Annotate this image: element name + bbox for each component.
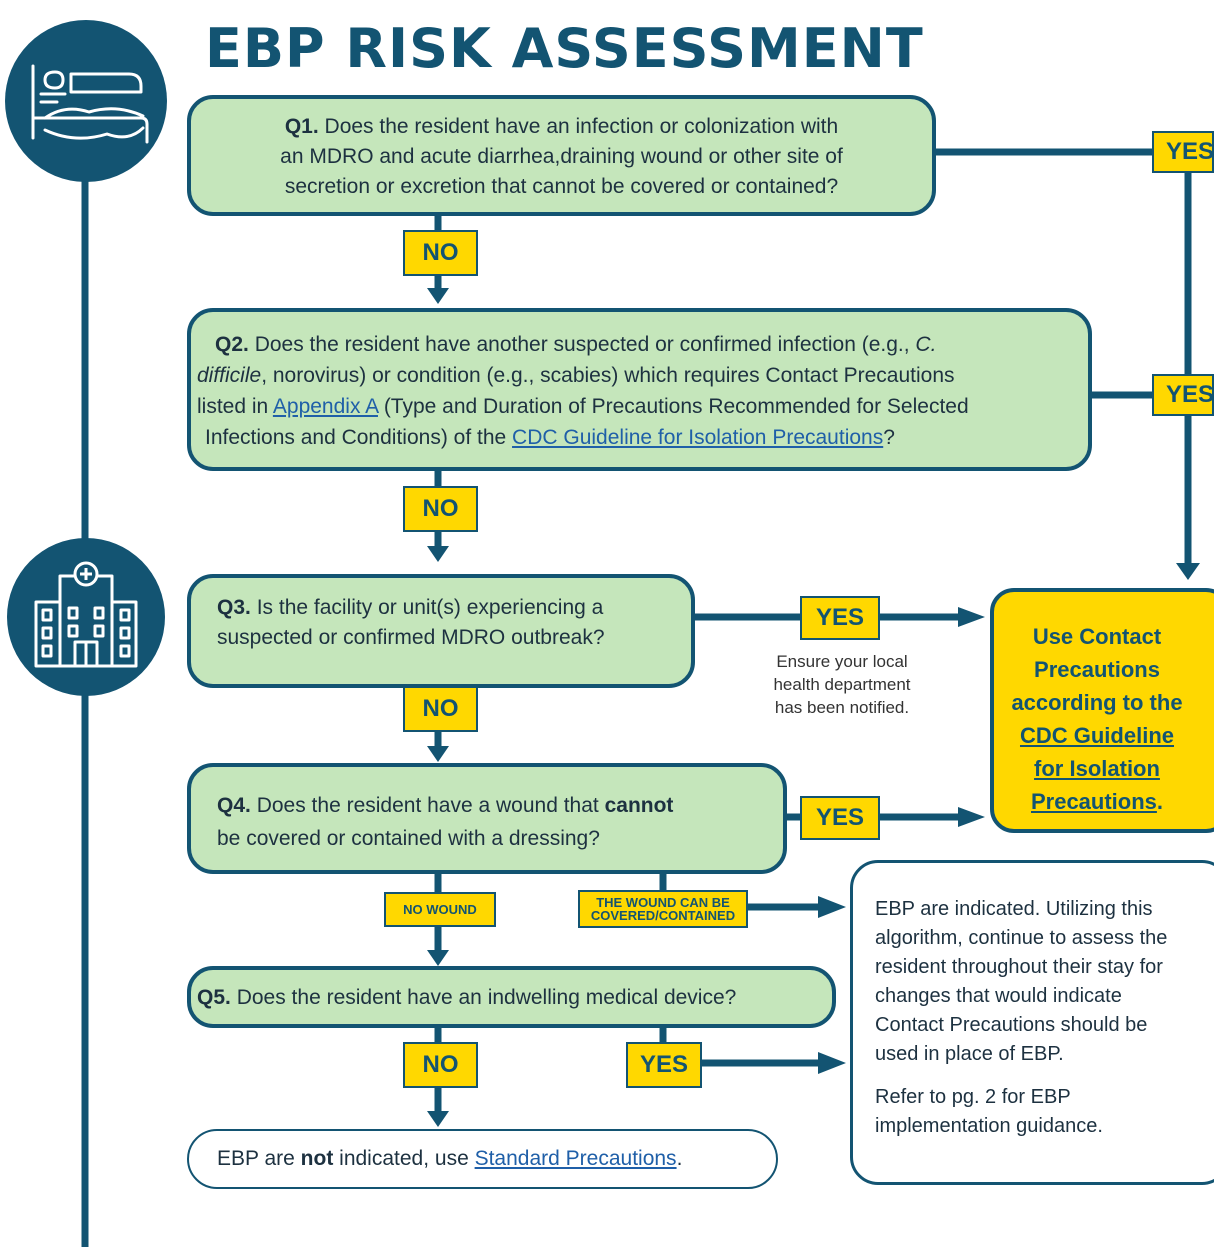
contact-line2: Precautions [1034, 657, 1160, 682]
wound-covered-line1: THE WOUND CAN BE [596, 895, 730, 910]
question-2-italic-difficile: difficile [197, 364, 262, 387]
yes-label-q1: YES [1152, 131, 1214, 173]
cdc-guideline-link[interactable]: CDC Guideline for Isolation Precautions [512, 426, 884, 449]
yes-label-q3: YES [800, 596, 880, 640]
question-4-text-line2: be covered or contained with a dressing? [217, 827, 600, 850]
question-5-box: Q5. Does the resident have an indwelling… [187, 966, 836, 1028]
no-label-q2: NO [403, 486, 478, 532]
outbreak-note-line2: health department [773, 675, 911, 694]
contact-line3: according to the [1011, 690, 1183, 715]
question-1-number: Q1. [284, 115, 319, 138]
ebp-guidance-text: Refer to pg. 2 for EBP implementation gu… [875, 1086, 1103, 1137]
question-5-text: Does the resident have an indwelling med… [230, 986, 737, 1009]
question-4-text-a: Does the resident have a wound that [250, 794, 605, 817]
question-4-box: Q4. Does the resident have a wound that … [187, 763, 787, 874]
question-3-number: Q3. [217, 596, 251, 619]
wound-covered-label: THE WOUND CAN BE COVERED/CONTAINED [578, 890, 748, 928]
hospital-building-icon [7, 538, 165, 696]
question-1-box: Q1. Does the resident have an infection … [187, 95, 936, 216]
question-3-box: Q3. Is the facility or unit(s) experienc… [187, 574, 695, 688]
question-2-text-b: , norovirus) or condition (e.g., scabies… [261, 364, 955, 387]
ebp-indicated-box: EBP are indicated. Utilizing this algori… [850, 860, 1214, 1185]
question-2-number: Q2. [215, 333, 249, 356]
patient-bed-icon [5, 20, 167, 182]
question-4-number: Q4. [217, 794, 251, 817]
ebp-indicated-text: EBP are indicated. Utilizing this algori… [875, 898, 1168, 1065]
appendix-a-link[interactable]: Appendix A [272, 395, 378, 418]
standard-text-a: EBP are [217, 1147, 301, 1170]
standard-text-b: indicated, use [333, 1147, 475, 1170]
page-title: EBP RISK ASSESSMENT [205, 17, 924, 80]
question-5-number: Q5. [197, 986, 231, 1009]
contact-precautions-box: Use Contact Precautions according to the… [990, 588, 1214, 833]
wound-covered-line2: COVERED/CONTAINED [590, 908, 736, 923]
question-1-text-line3: secretion or excretion that cannot be co… [284, 175, 839, 198]
question-3-text-line1: Is the facility or unit(s) experiencing … [250, 596, 604, 619]
outbreak-note-line1: Ensure your local [776, 652, 908, 671]
yes-label-q5: YES [626, 1042, 702, 1088]
contact-line1: Use Contact [1032, 624, 1162, 649]
question-2-text-f: ? [883, 426, 895, 449]
question-2-italic-c: C. [915, 333, 937, 356]
contact-cdc-link-line3[interactable]: Precautions [1030, 789, 1157, 814]
standard-text-end: . [676, 1147, 683, 1170]
question-2-text-d: (Type and Duration of Precautions Recomm… [377, 395, 969, 418]
question-1-text-line2: an MDRO and acute diarrhea,draining woun… [280, 145, 843, 168]
contact-cdc-link-line1[interactable]: CDC Guideline [1019, 723, 1174, 748]
question-2-box: Q2. Does the resident have another suspe… [187, 308, 1092, 471]
no-label-q3: NO [403, 686, 478, 732]
question-4-text-bold: cannot [604, 794, 674, 817]
yes-label-q2: YES [1152, 374, 1214, 416]
outbreak-note: Ensure your local health department has … [742, 650, 942, 719]
question-1-text-line1: Does the resident have an infection or c… [318, 115, 839, 138]
question-2-text-a: Does the resident have another suspected… [248, 333, 916, 356]
standard-text-bold: not [300, 1147, 334, 1170]
question-2-text-c: listed in [197, 395, 273, 418]
standard-precautions-box: EBP are not indicated, use Standard Prec… [187, 1129, 778, 1189]
standard-precautions-link[interactable]: Standard Precautions [474, 1147, 677, 1170]
no-label-q1: NO [403, 230, 478, 276]
contact-cdc-link-line2[interactable]: for Isolation [1034, 756, 1160, 781]
question-3-text-line2: suspected or confirmed MDRO outbreak? [217, 626, 605, 649]
outbreak-note-line3: has been notified. [774, 698, 910, 717]
no-label-q5: NO [403, 1042, 478, 1088]
no-wound-label: NO WOUND [384, 892, 496, 927]
question-2-text-e: Infections and Conditions) of the [205, 426, 513, 449]
contact-end: . [1156, 789, 1164, 814]
yes-label-q4: YES [800, 796, 880, 840]
